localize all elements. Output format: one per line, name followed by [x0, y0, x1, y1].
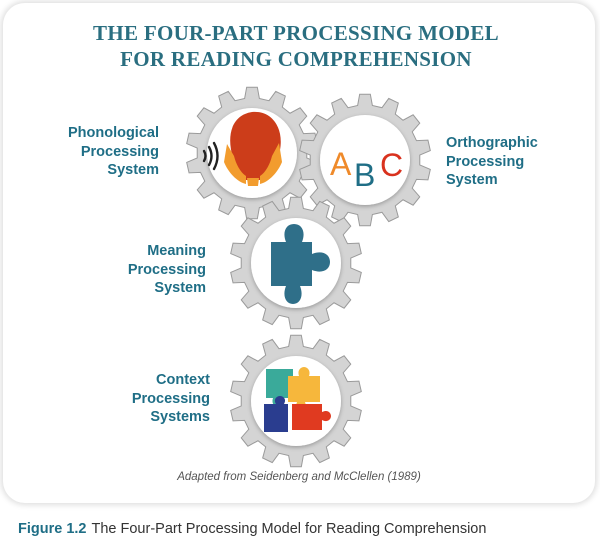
- meaning-label-line-2: Processing: [127, 261, 206, 278]
- diagram-title: THE FOUR-PART PROCESSING MODEL FOR READI…: [0, 20, 592, 72]
- phonological-label-line-2: Processing: [80, 143, 159, 160]
- source-note: Adapted from Seidenberg and McClellen (1…: [177, 471, 421, 483]
- letter-b: B: [354, 157, 375, 193]
- head-listening-icon: [202, 111, 282, 186]
- context-label: Context Processing Systems: [60, 371, 210, 427]
- gear-face: [320, 115, 410, 205]
- phonological-label-line-1: Phonological: [67, 125, 159, 141]
- orthographic-gear: [299, 93, 431, 227]
- title-line-2: FOR READING COMPREHENSION: [120, 47, 472, 71]
- abc-letters-icon: A B C: [330, 146, 403, 193]
- meaning-label-line-1: Meaning: [147, 243, 206, 259]
- letter-c: C: [380, 147, 403, 183]
- orthographic-label: Orthographic Processing System: [446, 134, 538, 190]
- meaning-label: Meaning Processing System: [60, 242, 206, 298]
- context-label-line-2: Processing: [131, 390, 210, 407]
- meaning-label-line-3: System: [154, 280, 206, 296]
- letter-a: A: [330, 146, 352, 182]
- orthographic-label-line-3: System: [446, 172, 498, 188]
- phonological-label: Phonological Processing System: [30, 124, 159, 180]
- phonological-label-line-3: System: [107, 162, 159, 178]
- orthographic-label-line-2: Processing: [446, 153, 525, 170]
- figure-caption-text: The Four-Part Processing Model for Readi…: [91, 521, 487, 537]
- context-label-line-3: Systems: [150, 409, 210, 425]
- orthographic-label-line-1: Orthographic: [446, 135, 538, 151]
- context-label-line-1: Context: [156, 372, 210, 388]
- figure-number: Figure 1.2: [18, 521, 87, 537]
- title-line-1: THE FOUR-PART PROCESSING MODEL: [93, 21, 499, 45]
- puzzle-piece-icon: [271, 224, 330, 304]
- puzzle-assembly-icon: [264, 367, 331, 432]
